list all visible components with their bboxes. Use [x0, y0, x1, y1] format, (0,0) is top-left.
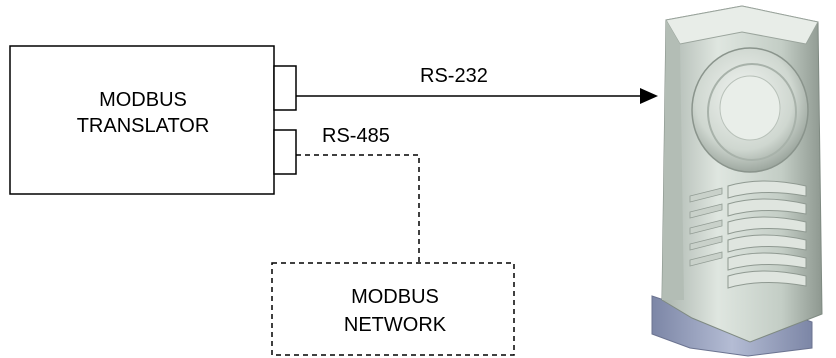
rs232-port	[274, 66, 296, 110]
arrowhead-icon	[640, 88, 658, 104]
translator-label-line2: TRANSLATOR	[77, 115, 210, 137]
rs232-label: RS-232	[420, 65, 488, 87]
translator-label-line1: MODBUS	[99, 89, 187, 111]
network-label-line2: NETWORK	[344, 314, 447, 336]
rs485-port	[274, 130, 296, 174]
server-tower-icon	[652, 6, 822, 356]
modbus-network-block: MODBUS NETWORK	[272, 263, 514, 355]
rs485-label: RS-485	[322, 125, 390, 147]
modbus-translator-block: MODBUS TRANSLATOR	[10, 46, 296, 194]
network-label-line1: MODBUS	[351, 286, 439, 308]
rs485-line	[296, 155, 419, 263]
rs232-link: RS-232	[296, 65, 658, 104]
rs485-link: RS-485	[296, 125, 419, 263]
network-box	[272, 263, 514, 355]
